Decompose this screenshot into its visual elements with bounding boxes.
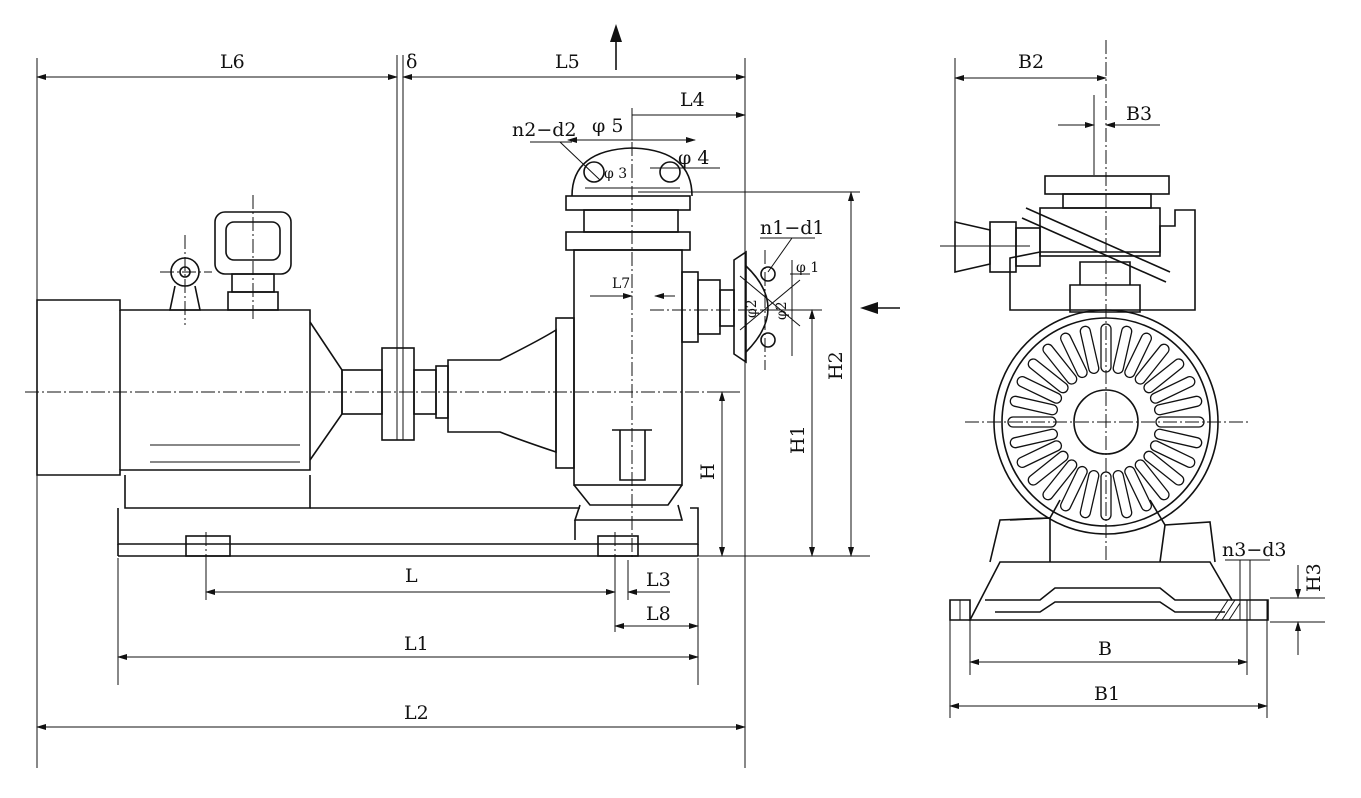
side-dimension-lines	[949, 40, 1325, 718]
fin-slot	[1100, 471, 1112, 521]
fin-slot	[1009, 395, 1059, 416]
terminal-box	[214, 211, 292, 311]
fin-slot	[1027, 450, 1069, 486]
front-view: L6 δ L5 L4 n2−d2 φ 5 φ 4 φ 3 n1−d1 φ 1 L…	[25, 24, 900, 768]
dim-label-b2: B2	[1018, 51, 1044, 73]
leader-lines	[530, 141, 815, 356]
motor	[36, 299, 383, 476]
dim-label-delta: δ	[406, 51, 417, 73]
dim-label-l3: L3	[646, 569, 671, 591]
fin-slot	[1134, 459, 1170, 501]
dim-label-h1: H1	[787, 425, 809, 454]
dimension-lines	[36, 24, 900, 730]
fin-slot	[1155, 416, 1205, 428]
dim-label-b1: B1	[1094, 683, 1120, 705]
fin-slot	[1124, 465, 1153, 512]
pump-casing	[447, 147, 693, 540]
fin-slot	[1079, 469, 1100, 519]
fin-slot	[1153, 395, 1203, 416]
dim-label-l8: L8	[646, 603, 671, 625]
fin-slot	[1007, 416, 1057, 428]
fin-slot	[1124, 332, 1153, 379]
fin-slot	[1149, 375, 1196, 404]
side-view: B2 B3 n3−d3 H3 B B1	[940, 40, 1325, 718]
dim-label-l: L	[405, 565, 418, 587]
fin-slot	[1079, 325, 1100, 375]
label-n3-d3: n3−d3	[1222, 539, 1287, 561]
fin-slot	[1042, 343, 1078, 385]
fin-slot	[1059, 465, 1088, 512]
dim-label-phi2: φ2	[744, 299, 760, 318]
fin-slot	[1009, 428, 1059, 449]
label-n2-d2: n2−d2	[512, 119, 577, 141]
fin-slot	[1134, 343, 1170, 385]
fin-slot	[1042, 459, 1078, 501]
dim-label-l2: L2	[404, 702, 429, 724]
dim-label-l6: L6	[220, 51, 245, 73]
fin-slot	[1016, 375, 1063, 404]
dim-label-phi1: φ 1	[796, 260, 819, 276]
cooling-fins	[1007, 323, 1205, 521]
label-n1-d1: n1−d1	[760, 217, 825, 239]
fin-slot	[1143, 450, 1185, 486]
fin-slot	[1143, 358, 1185, 394]
dim-label-b3: B3	[1126, 103, 1152, 125]
dim-label-h2: H2	[825, 351, 847, 380]
side-base	[949, 499, 1269, 621]
suction-branch	[681, 250, 801, 364]
dim-label-b: B	[1098, 638, 1112, 660]
dim-label-h3: H3	[1303, 563, 1325, 592]
fin-slot	[1149, 440, 1196, 469]
dim-label-l5: L5	[555, 51, 580, 73]
fin-slot	[1016, 440, 1063, 469]
dim-label-phi2-b: φ2	[774, 301, 790, 320]
fin-slot	[1153, 428, 1203, 449]
dim-label-phi3: φ 3	[604, 166, 627, 182]
coupling	[381, 347, 449, 441]
dim-label-l7: L7	[612, 276, 630, 292]
dim-label-l4: L4	[680, 89, 705, 111]
fin-slot	[1112, 325, 1133, 375]
fin-slot	[1059, 332, 1088, 379]
fin-slot	[1112, 469, 1133, 519]
fin-slot	[1027, 358, 1069, 394]
fin-slot	[1100, 323, 1112, 373]
side-pump-body	[940, 175, 1196, 313]
pump-base	[117, 475, 699, 557]
dim-label-h: H	[697, 463, 719, 480]
dim-label-phi4: φ 4	[678, 147, 709, 169]
eyebolt	[169, 257, 201, 311]
dim-label-phi5: φ 5	[592, 115, 623, 137]
dim-label-l1: L1	[404, 633, 429, 655]
extension-lines	[36, 55, 870, 768]
